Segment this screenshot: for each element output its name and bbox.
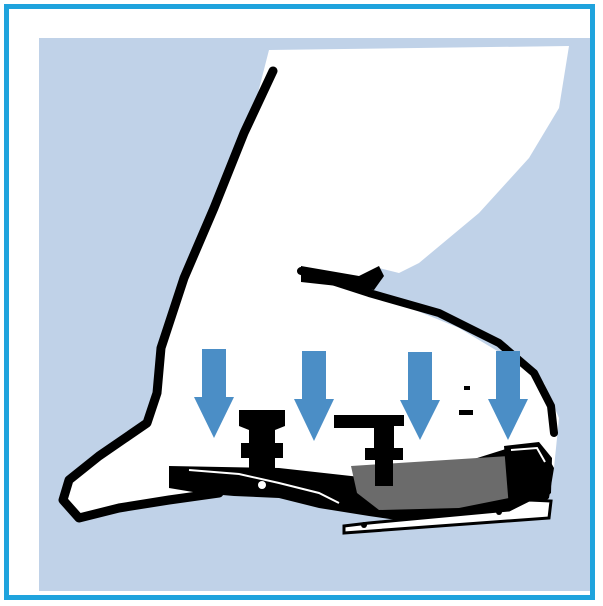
boot-mark-1 [459, 410, 473, 415]
arrow-3-shaft [408, 352, 432, 400]
arrow-1-shaft [202, 349, 226, 397]
diagram-frame [4, 4, 595, 600]
rail-screw-2 [496, 509, 502, 515]
boot-illustration [39, 38, 590, 591]
heel-block [504, 442, 552, 508]
diagram-panel [39, 38, 590, 591]
toe-connector-pin [258, 481, 266, 489]
arrow-4-shaft [496, 351, 520, 399]
boot-mark-2 [464, 386, 470, 390]
arrow-2-shaft [302, 351, 326, 399]
rail-screw-1 [361, 522, 367, 528]
